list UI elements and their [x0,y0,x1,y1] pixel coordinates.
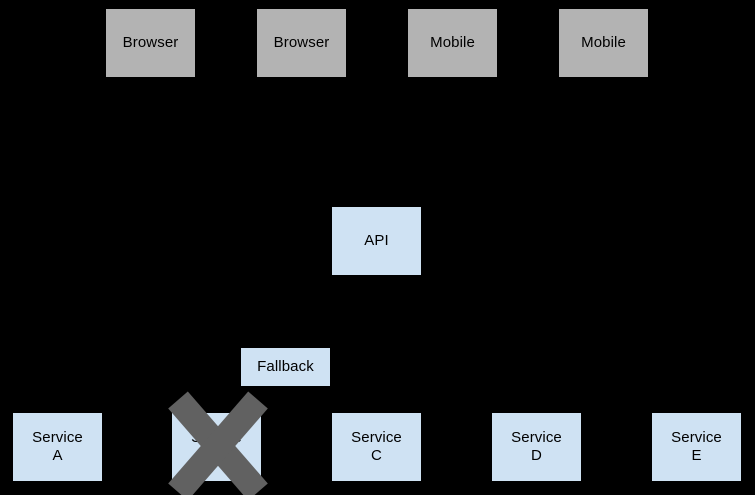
node-label: Service D [511,429,562,464]
node-mobile1[interactable]: Mobile [407,8,498,78]
node-label: Service C [351,429,402,464]
node-serviceD[interactable]: Service D [491,412,582,482]
node-label: Service E [671,429,722,464]
node-browser2[interactable]: Browser [256,8,347,78]
node-mobile2[interactable]: Mobile [558,8,649,78]
node-serviceC[interactable]: Service C [331,412,422,482]
node-browser1[interactable]: Browser [105,8,196,78]
node-serviceA[interactable]: Service A [12,412,103,482]
node-label: Browser [122,34,179,51]
node-label: Service B [191,429,242,464]
node-serviceB[interactable]: Service B [171,412,262,482]
node-label: Fallback [257,358,314,375]
node-label: Browser [273,34,330,51]
node-label: API [364,232,389,249]
node-api[interactable]: API [331,206,422,276]
node-label: Mobile [430,34,475,51]
node-label: Service A [32,429,83,464]
node-serviceE[interactable]: Service E [651,412,742,482]
node-label: Mobile [581,34,626,51]
node-fallback[interactable]: Fallback [240,347,331,387]
